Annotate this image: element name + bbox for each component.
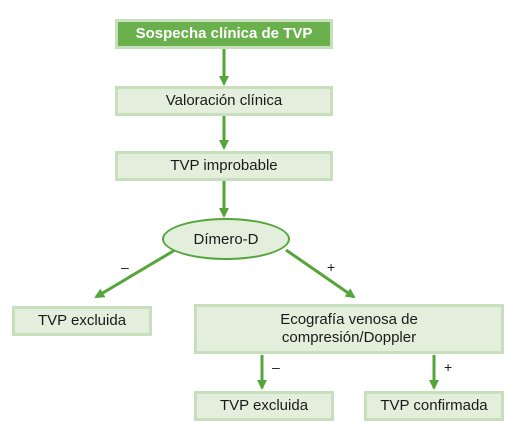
node-clinical-assessment: Valoración clínica	[115, 86, 333, 116]
arrow-ddimer-to-excluded	[94, 248, 176, 299]
node-d-dimer-label: Dímero-D	[193, 230, 259, 248]
node-clinical-assessment-label: Valoración clínica	[165, 92, 283, 109]
label-d-dimer-positive: +	[327, 259, 336, 275]
node-compression-ultrasound-line2: compresión/Doppler	[281, 329, 417, 346]
node-dvt-confirmed: TVP confirmada	[364, 391, 504, 421]
node-dvt-unlikely: TVP improbable	[115, 151, 333, 181]
node-dvt-excluded-bottom: TVP excluida	[194, 391, 334, 421]
node-dvt-unlikely-label: TVP improbable	[170, 157, 278, 174]
node-dvt-excluded-bottom-label: TVP excluida	[219, 397, 309, 414]
node-dvt-excluded-left-label: TVP excluida	[37, 312, 127, 329]
label-ultrasound-negative: –	[272, 359, 280, 375]
label-ultrasound-positive: +	[444, 359, 453, 375]
node-compression-ultrasound-line1: Ecografía venosa de	[280, 311, 418, 328]
node-compression-ultrasound: Ecografía venosa de compresión/Doppler	[194, 304, 504, 354]
node-dvt-confirmed-label: TVP confirmada	[380, 397, 488, 414]
node-dvt-excluded-left: TVP excluida	[12, 306, 152, 336]
node-clinical-suspicion-label: Sospecha clínica de TVP	[135, 25, 313, 42]
node-clinical-suspicion: Sospecha clínica de TVP	[115, 19, 333, 49]
label-d-dimer-negative: –	[121, 259, 129, 275]
node-d-dimer: Dímero-D	[162, 218, 290, 260]
arrow-ddimer-to-ultrasound	[285, 248, 356, 299]
